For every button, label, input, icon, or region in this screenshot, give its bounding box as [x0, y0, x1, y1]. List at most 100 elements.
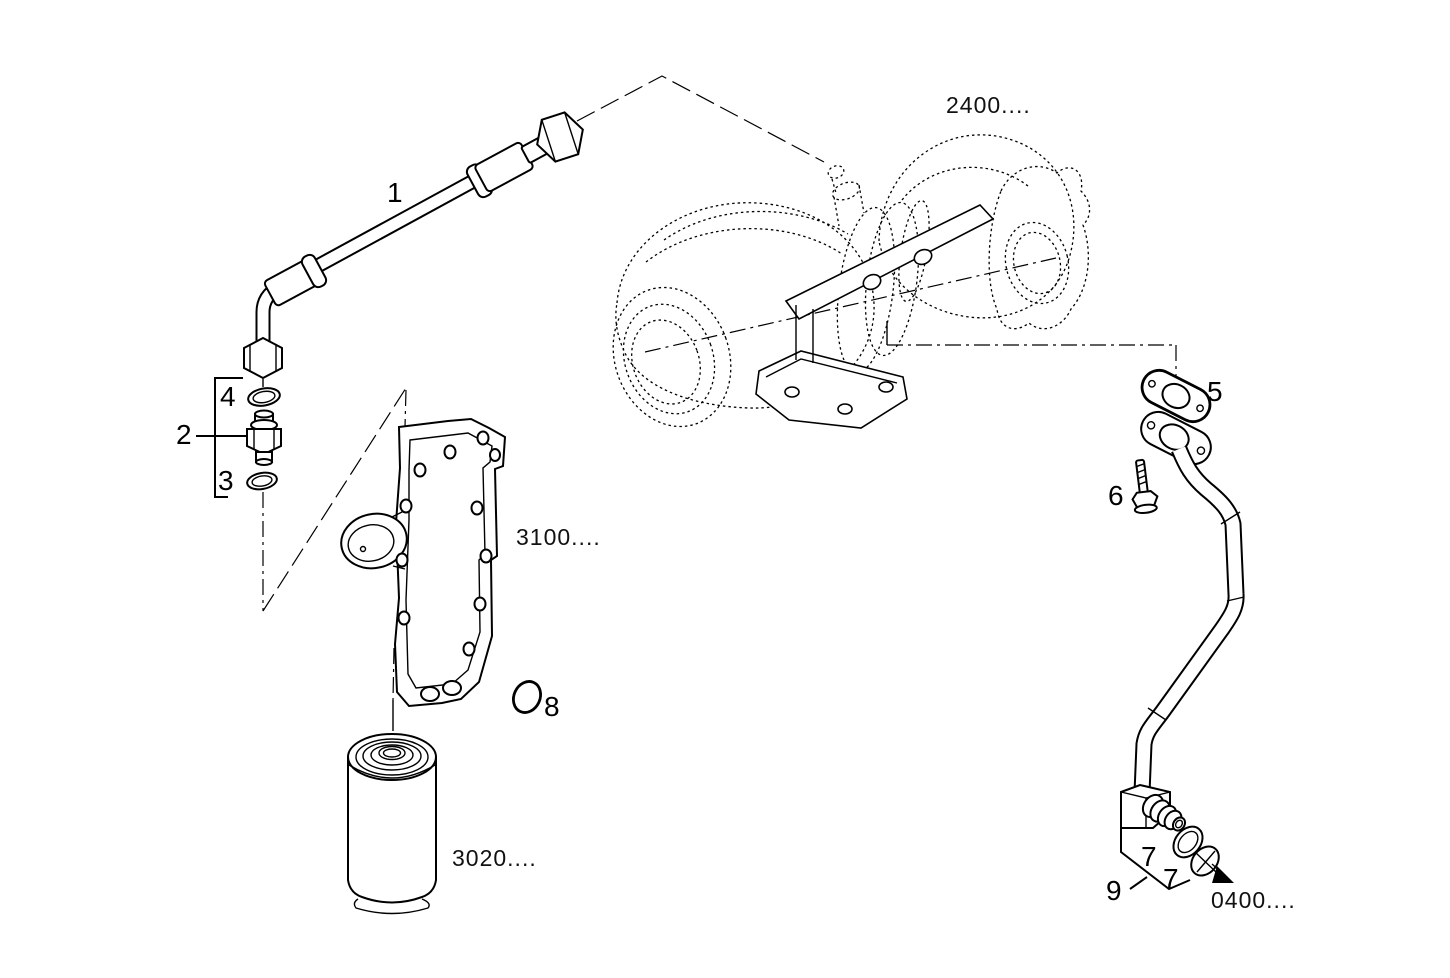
washer-4 — [247, 387, 281, 407]
oil-inlet-bolt — [827, 165, 845, 179]
pipe1-bottom-nut-body — [243, 336, 283, 380]
filter-bottom-cap — [353, 898, 430, 915]
oil-filter: 3020.... — [347, 733, 537, 915]
heat-exchanger: 3100.... — [340, 417, 601, 708]
cooler-boss-inner — [347, 524, 395, 562]
callout-1: 1 — [387, 177, 403, 208]
cooler-bolt-holes — [395, 430, 501, 702]
drain-flange-hole-3 — [878, 381, 894, 393]
callout-7b: 7 — [1163, 863, 1179, 894]
pipe1-collar-lower — [300, 253, 328, 289]
gasket-and-bolt-group: 5 6 — [1108, 368, 1223, 515]
seal-ring-7b — [1190, 845, 1220, 877]
oil-delivery-pipe: 1 — [243, 111, 584, 380]
pipe9-seam-2 — [1226, 596, 1245, 602]
cooler-hole — [470, 500, 484, 516]
union-fitting-group: 4 2 3 — [176, 377, 282, 498]
compressor-inlet-inner — [631, 319, 701, 405]
callout-6: 6 — [1108, 480, 1124, 511]
seal-ring-7a-inner — [1177, 830, 1199, 854]
pipe9-bracket — [1120, 828, 1191, 891]
turbocharger-phantom — [612, 134, 1091, 429]
support-bracket-bar — [784, 204, 995, 321]
cooler-hole — [462, 641, 476, 657]
ref-2400: 2400.... — [946, 92, 1031, 118]
cooler-hole — [399, 498, 413, 514]
pipe9-seam-3 — [1147, 707, 1167, 721]
pipe9-fill — [1135, 446, 1243, 794]
oil-drain-flange-edge — [765, 358, 898, 384]
elbow-tip-bore — [1174, 819, 1184, 829]
cooler-pad-hole — [442, 680, 462, 696]
pipe9-flange-hole — [1158, 423, 1190, 451]
pipe1-top-nut — [536, 111, 584, 163]
return-pipe-group: 7 7 9 0400.... — [1106, 410, 1296, 913]
seal-ring-3-inner — [251, 475, 273, 487]
exhaust-oval-inner — [1012, 231, 1062, 295]
ref-3020: 3020.... — [452, 845, 537, 871]
gasket-5 — [1140, 368, 1212, 424]
cooler-boss-outer — [340, 512, 408, 570]
compressor-housing-outline — [615, 202, 875, 409]
pipe1-bottom-nut — [243, 336, 283, 380]
filter-body — [347, 756, 437, 904]
pipe9-seam-1 — [1220, 511, 1241, 525]
pipe9-flange-bolt-hole-a — [1146, 420, 1156, 430]
cooler-hole — [479, 548, 493, 564]
items-2-3-4-bracket — [214, 377, 243, 498]
seal-ring-7a — [1172, 825, 1204, 859]
bolt-6-threads — [1136, 463, 1147, 486]
seal-ring-3-outer — [246, 471, 278, 491]
cooler-pad-hole — [420, 686, 440, 702]
arrow-0400-head — [1212, 866, 1234, 883]
filter-top-ring-3 — [370, 744, 414, 766]
pipe9-elbow-block — [1120, 783, 1187, 832]
seal-ring-8 — [512, 680, 542, 714]
ref-0400: 0400.... — [1211, 887, 1296, 913]
callout-2: 2 — [176, 419, 192, 450]
cooler-hole — [397, 610, 411, 626]
compressor-inlet-outer — [612, 286, 732, 428]
turbo-axis-centerline — [644, 257, 1057, 353]
gasket-5-center-hole — [1161, 382, 1191, 410]
filter-shoulder-seam — [348, 764, 436, 779]
compressor-scroll-line-1 — [645, 227, 843, 263]
compressor-scroll-line-2 — [663, 210, 849, 241]
bracket-bolt-1 — [862, 273, 882, 291]
callout-9: 9 — [1106, 875, 1122, 906]
union-2-bottom-face — [255, 458, 273, 466]
pipe1-top-nut-facets — [541, 112, 579, 162]
cooler-hole — [489, 448, 501, 462]
oil-drain-flange — [755, 350, 908, 429]
cooler-hole — [413, 462, 427, 478]
fitting-to-cooler-pointer — [262, 387, 407, 612]
drain-flange-hole-2 — [837, 403, 853, 415]
pipe9-flange — [1140, 410, 1212, 466]
gasket-5-bolt-hole-a — [1148, 379, 1156, 388]
compressor-inlet-mid — [622, 303, 716, 415]
exhaust-oval-outer — [1004, 221, 1070, 305]
cooler-hole — [395, 552, 409, 568]
pipe1-to-turbo-pointer — [576, 75, 825, 163]
callout-3: 3 — [218, 465, 234, 496]
washer-4-inner — [252, 390, 276, 404]
seal-ring-3 — [246, 471, 278, 491]
filter-thread-inner — [382, 748, 402, 758]
seal-ring-7b-section-lines — [1194, 850, 1217, 873]
washer-4-outer — [247, 387, 281, 407]
exhaust-flange-outline — [988, 165, 1091, 330]
cooler-hole — [473, 596, 487, 612]
cooler-hole — [476, 430, 490, 446]
seal-ring-7a-outer — [1172, 825, 1204, 859]
cooler-boss-links — [391, 510, 406, 570]
callout-8: 8 — [544, 691, 560, 722]
cooler-boss-hole — [359, 545, 367, 553]
turbine-scroll-line — [901, 166, 1029, 201]
bolt-6-washer — [1133, 503, 1158, 515]
bracket-column-lines — [795, 305, 814, 363]
ref-3100: 3100.... — [516, 524, 601, 550]
bracket-bolt-2 — [913, 248, 933, 266]
union-2 — [246, 409, 282, 466]
